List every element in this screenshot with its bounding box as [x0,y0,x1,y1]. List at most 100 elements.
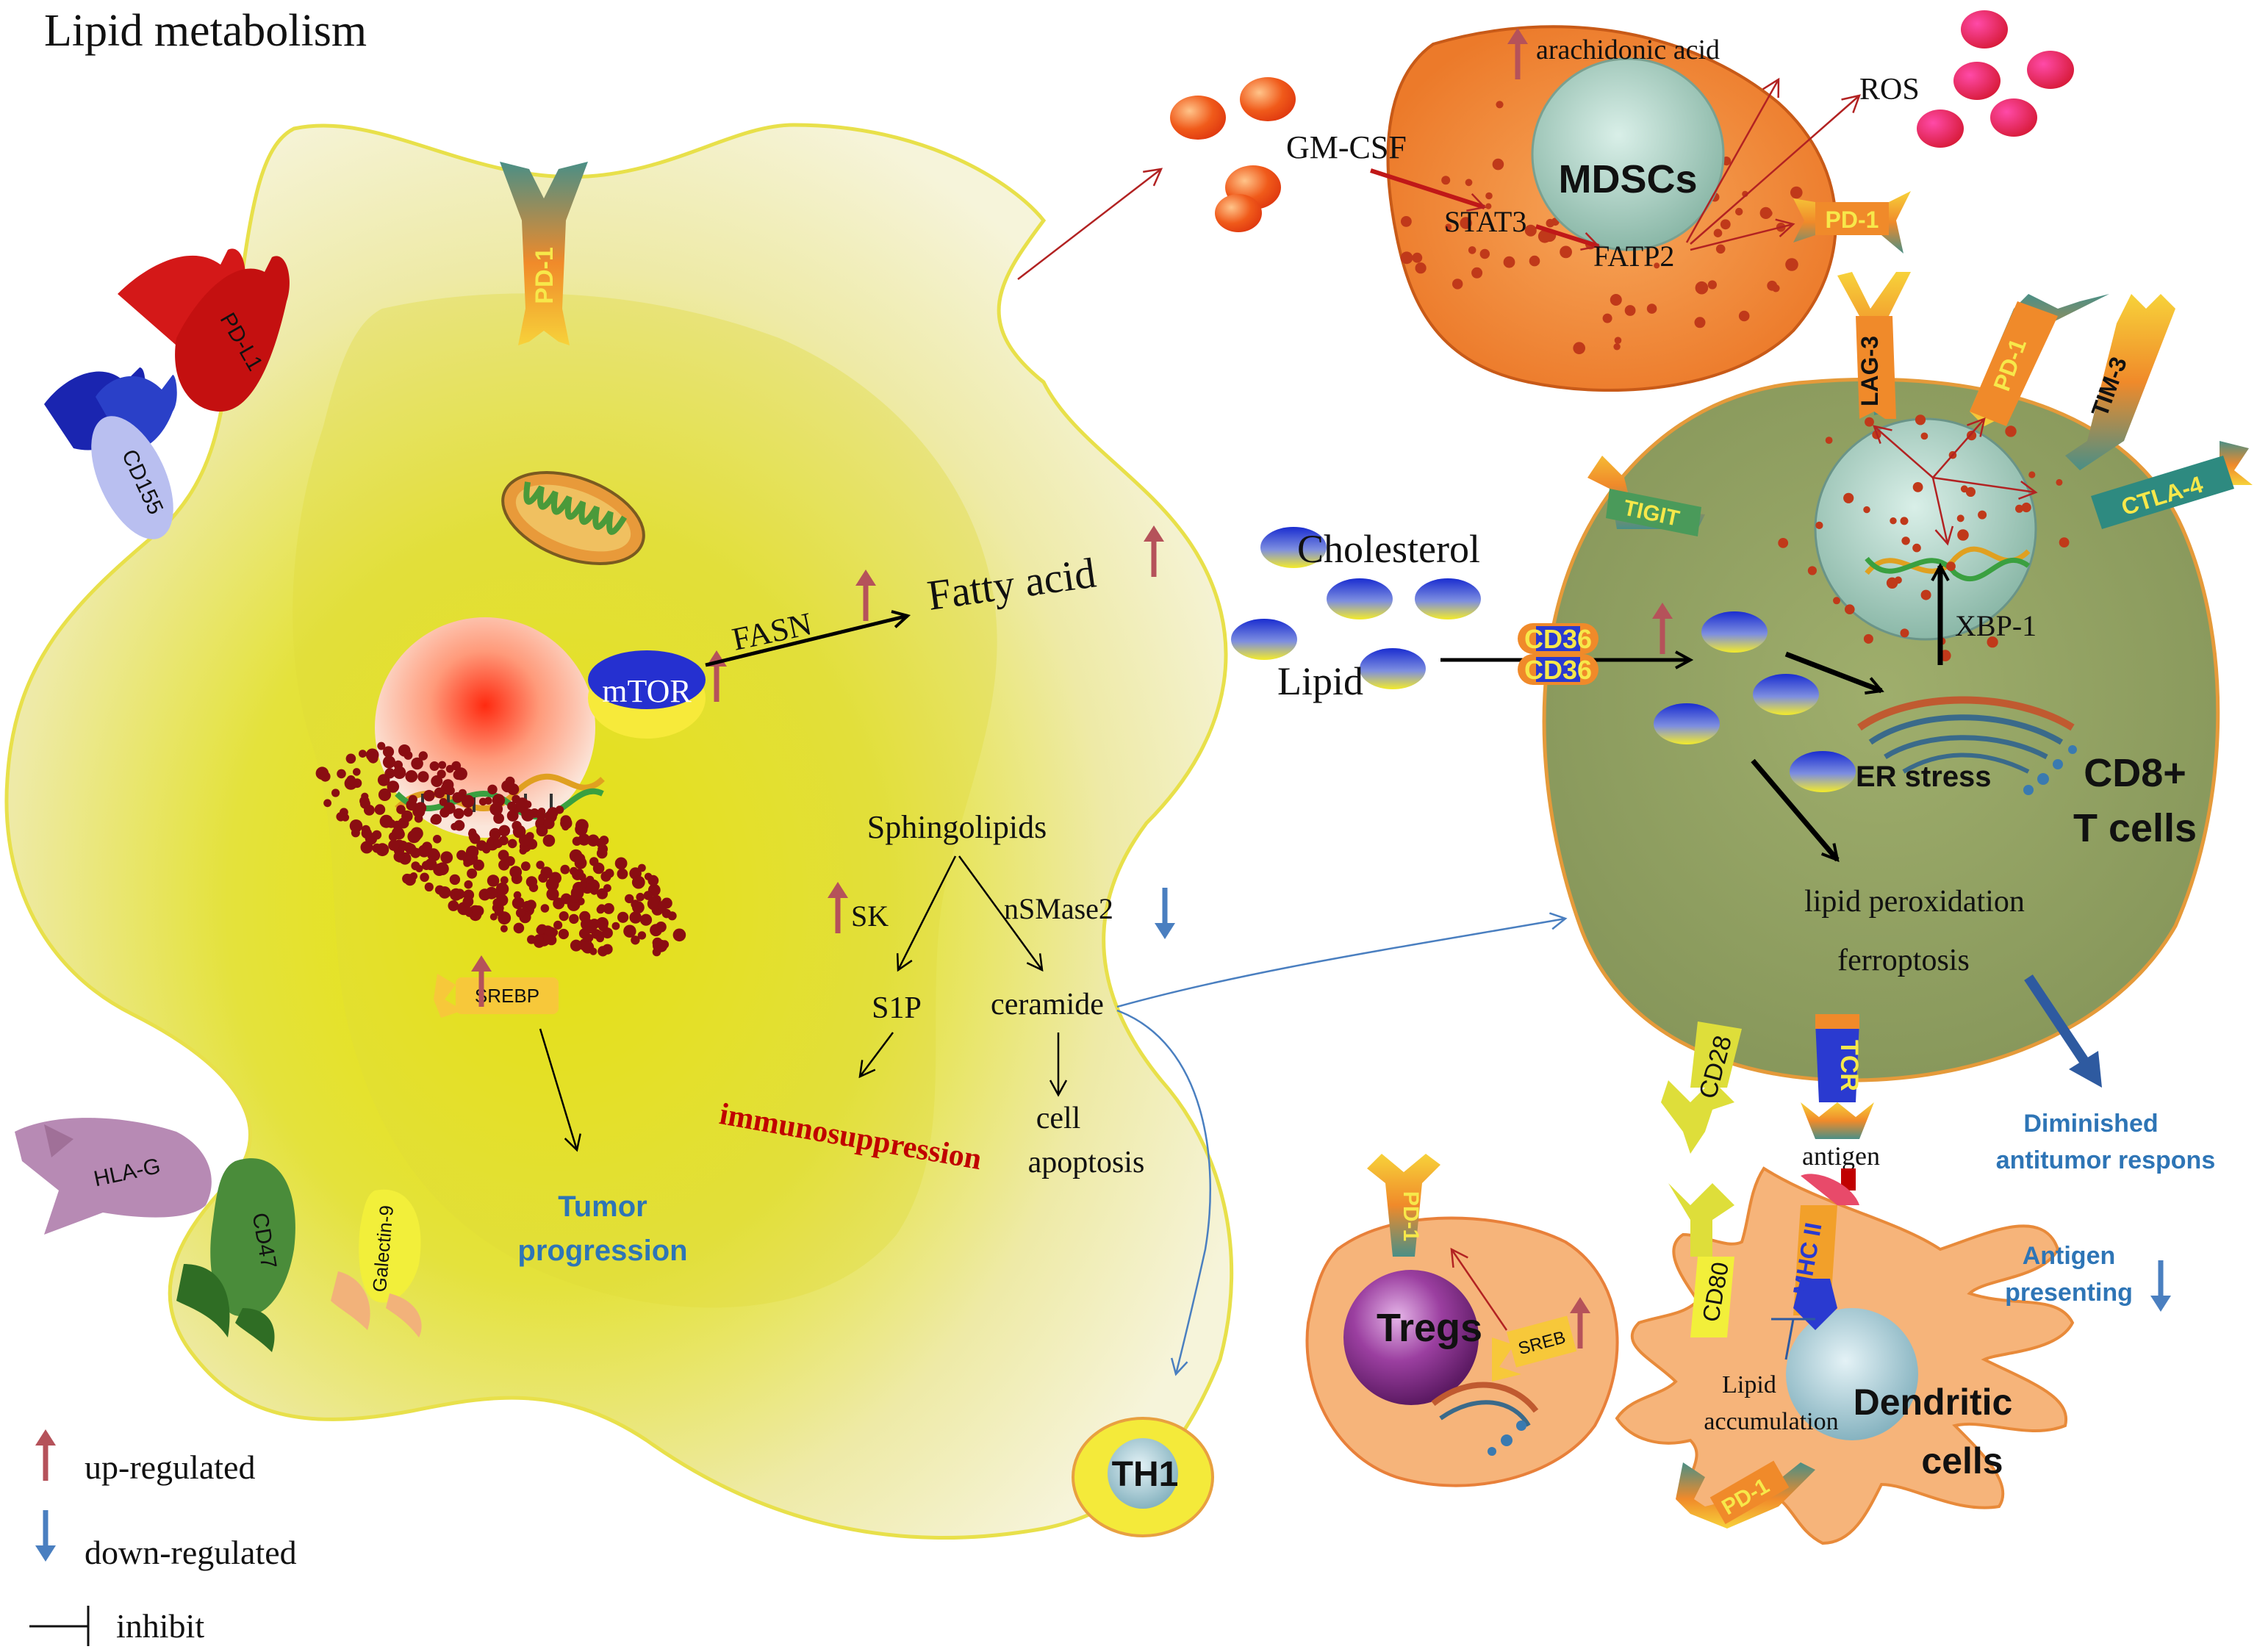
granule-dot [555,805,564,814]
granule-dot [1496,101,1504,109]
cholesterol-label: Cholesterol [1297,527,1480,571]
diminished-down-arrow [2024,974,2102,1088]
granule-dot [462,896,474,908]
granule-dot [384,768,395,779]
granule-dot [463,807,473,817]
stat3-to-fatp2-arrow [1535,224,1601,251]
granule-dot [1772,284,1780,292]
granule-dot [493,813,504,824]
granule-dot [514,897,525,907]
granule-dot [1610,294,1622,306]
granule-dot [521,808,534,822]
lipid-accumulation-line1: Lipid [1722,1371,1776,1398]
granule-dot [353,768,361,776]
granule-dot [379,814,393,828]
granule-dot [538,872,548,883]
granule-dot [453,819,465,831]
granule-dot [487,784,498,795]
nucleus-to-lag3-arrow [1873,425,1934,478]
mhcii-receptor: MHC II [1788,1168,1859,1330]
granule-dot [625,894,634,904]
granule-dot [1843,492,1854,503]
granule-dot [434,885,445,895]
ceramide-to-th1-arrow [1116,1009,1211,1376]
granule-dot [1956,514,1964,522]
granule-dot [1602,313,1612,323]
granule-dot [349,819,363,833]
granule-dot [485,886,498,899]
granule-dot [1452,279,1463,290]
antigen-presenting-line2: presenting [2005,1279,2133,1307]
granule-dot [1825,437,1833,444]
granule-dot [453,808,464,819]
cd155-receptor: CD155 [44,367,177,539]
granule-dot [1720,219,1731,230]
granule-dot [1715,244,1726,254]
granule-dot [1845,604,1855,614]
fatp2-to-pd1-arrow [1690,218,1795,251]
diagram-title: Lipid metabolism [44,6,367,56]
granule-dot [498,859,510,871]
lag3-receptor: LAG-3 [1837,272,1911,419]
pd1-receptor-dc: PD-1 [1676,1460,1815,1529]
nsmase2-label: nSMase2 [1004,892,1113,925]
granule-dot [424,882,434,892]
granule-dot [536,925,546,935]
granule-dot [1900,517,1909,525]
granule-dot [360,841,373,854]
granule-dot [590,886,598,895]
granule-dot [1694,317,1706,328]
tumor-progression-line2: progression [517,1235,687,1267]
granule-dot [1400,251,1413,265]
granule-dot [489,827,501,840]
lipid-accumulation-line2: accumulation [1704,1408,1838,1435]
granule-dot [589,947,598,955]
granule-dot [637,931,647,940]
granule-dot [550,928,559,936]
granule-dot [337,769,346,779]
granule-dot [575,869,584,877]
granule-dot [515,797,529,811]
granule-dot [598,946,609,957]
granule-dot [376,843,390,857]
granule-dot [336,812,346,822]
fatp2-to-ros-arrow [1690,94,1861,245]
granule-dot [1890,517,1897,525]
granule-dot [1790,186,1803,199]
tcr-label: TCR [1835,1040,1863,1091]
granule-dot [534,934,544,944]
granule-dot [461,794,475,808]
granule-dot [374,804,386,815]
cd8-label-line2: T cells [2073,806,2197,850]
granule-dot [1863,506,1870,514]
granule-dot [1441,176,1451,185]
granule-dot [489,802,503,816]
granule-dot [623,924,636,938]
granule-dot [1901,536,1910,545]
sreb-complex-treg: SREB [1492,1315,1577,1382]
granule-dot [527,935,537,944]
pd1-receptor-mdsc: PD-1 [1793,191,1911,254]
granule-dot [1415,262,1427,274]
granule-dot [1912,543,1921,553]
granule-dot [388,839,400,851]
pdl1-receptor: PD-L1 [118,248,290,412]
granule-dot [1546,218,1555,228]
granule-dot [598,844,608,855]
granule-dot [542,834,556,847]
granule-dot [1573,342,1585,355]
sphingolipids-label: Sphingolipids [867,809,1047,845]
granule-dot [367,752,378,763]
antigen-label: antigen [1802,1141,1880,1171]
granule-dot [553,920,563,930]
granule-dot [597,888,608,899]
granule-dot [578,833,590,846]
granule-dot [1915,414,1926,425]
granule-dot [493,838,503,848]
nucleus-to-pd1-arrow [1932,417,1986,478]
granule-dot [1614,337,1622,345]
granule-dot [453,769,464,780]
cd8-t-cell [1542,377,2220,1082]
sreb-to-pd1-arrow [1450,1247,1508,1331]
